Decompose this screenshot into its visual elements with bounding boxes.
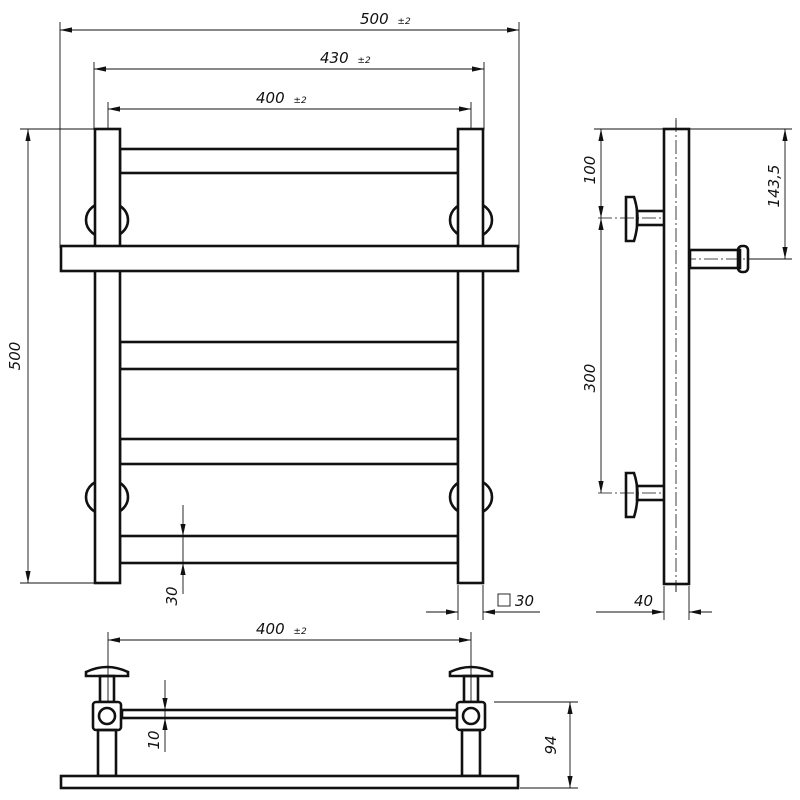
dimension-value: 400 bbox=[256, 620, 285, 638]
dimension-top-offset: 100 bbox=[581, 128, 664, 218]
dimension-rung-thickness: 10 bbox=[145, 680, 168, 752]
dimension-tolerance: ±2 bbox=[357, 56, 371, 66]
dimension-tolerance: ±2 bbox=[293, 96, 307, 106]
dimension-bracket-spacing: 300 bbox=[581, 218, 604, 493]
left-post bbox=[93, 127, 122, 585]
dimension-shelf-offset: 143,5 bbox=[689, 128, 792, 260]
dimension-tolerance: ±2 bbox=[293, 627, 307, 637]
side-view: 100 143,5 300 40 bbox=[581, 118, 792, 620]
dimension-bottom-width: 400 ±2 bbox=[107, 620, 472, 706]
vertical-posts bbox=[93, 127, 485, 585]
svg-text:500 ±2: 500 ±2 bbox=[360, 10, 411, 28]
rung bbox=[118, 534, 460, 565]
dimension-value: 500 bbox=[6, 342, 24, 371]
dimension-value: 500 bbox=[360, 10, 389, 28]
rung-plan bbox=[120, 708, 460, 720]
shelf-bar bbox=[59, 244, 520, 273]
side-column bbox=[662, 127, 691, 586]
front-view: 500 ±2 430 ±2 400 ±2 500 bbox=[6, 10, 540, 620]
rungs bbox=[118, 147, 460, 565]
dimension-value: 430 bbox=[320, 49, 349, 67]
dimension-tolerance: ±2 bbox=[397, 17, 411, 27]
rung bbox=[118, 437, 460, 466]
dimension-value: 10 bbox=[145, 730, 163, 749]
svg-text:400 ±2: 400 ±2 bbox=[256, 620, 307, 638]
rung bbox=[118, 147, 460, 175]
top-view: 400 ±2 10 bbox=[59, 620, 578, 790]
dimension-total-depth: 94 bbox=[494, 701, 578, 789]
dimension-depth-offset: 40 bbox=[596, 586, 712, 620]
dimension-value: 40 bbox=[634, 592, 653, 610]
dimension-value: 94 bbox=[542, 735, 560, 754]
dimension-value: 143,5 bbox=[765, 165, 783, 208]
dimension-overall-width: 500 ±2 bbox=[60, 10, 519, 33]
square-symbol-icon bbox=[497, 593, 511, 607]
dimension-value: 400 bbox=[256, 89, 285, 107]
dimension-rail-width: 400 ±2 bbox=[108, 89, 471, 112]
dimension-mount-width: 430 ±2 bbox=[94, 49, 484, 72]
svg-text:400 ±2: 400 ±2 bbox=[256, 89, 307, 107]
dimension-value: 300 bbox=[581, 364, 599, 393]
rung bbox=[118, 340, 460, 371]
dimension-value: 100 bbox=[581, 156, 599, 185]
dimension-height: 500 bbox=[6, 128, 96, 584]
dimension-value: 30 bbox=[515, 592, 534, 610]
post-sections bbox=[91, 700, 487, 732]
svg-text:430 ±2: 430 ±2 bbox=[320, 49, 371, 67]
right-post bbox=[456, 127, 485, 585]
dimension-value: 30 bbox=[163, 586, 181, 605]
top-mount-discs bbox=[84, 665, 494, 704]
extension-lines-top bbox=[59, 22, 520, 248]
dimension-rung-pitch: 30 bbox=[163, 505, 186, 606]
shelf-plate bbox=[59, 774, 520, 790]
dimension-profile: 30 bbox=[426, 585, 540, 620]
